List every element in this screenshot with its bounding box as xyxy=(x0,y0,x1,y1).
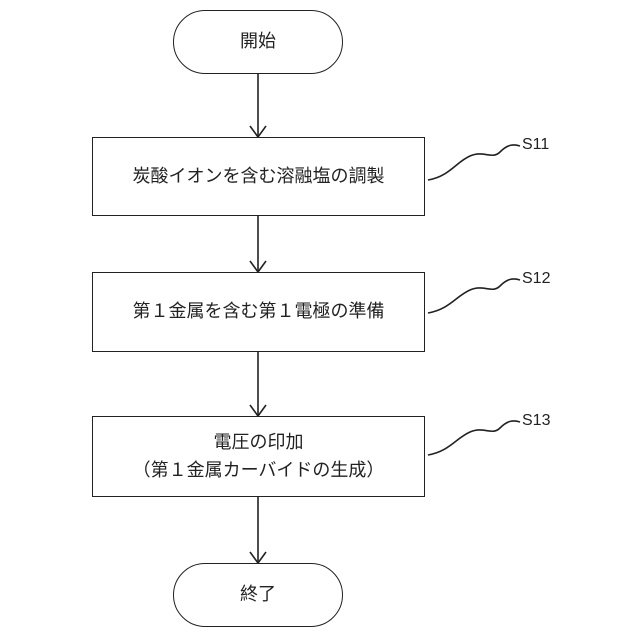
process-step-s13: 電圧の印加 （第１金属カーバイドの生成） xyxy=(92,416,425,497)
end-label: 終了 xyxy=(240,581,276,609)
end-terminal: 終了 xyxy=(173,563,343,627)
step-id-s11: S11 xyxy=(522,136,549,154)
step-s12-text: 第１金属を含む第１電極の準備 xyxy=(133,298,385,326)
step-s13-text-line2: （第１金属カーバイドの生成） xyxy=(133,457,385,485)
process-step-s11: 炭酸イオンを含む溶融塩の調製 xyxy=(92,137,425,216)
step-id-s12: S12 xyxy=(522,270,550,288)
step-s13-text-line1: 電圧の印加 xyxy=(214,429,304,457)
leader-line-s11 xyxy=(428,145,520,180)
step-id-s13: S13 xyxy=(522,412,550,430)
start-label: 開始 xyxy=(240,28,276,56)
leader-line-s13 xyxy=(428,421,520,455)
process-step-s12: 第１金属を含む第１電極の準備 xyxy=(92,272,425,352)
leader-line-s12 xyxy=(428,279,520,313)
step-s11-text: 炭酸イオンを含む溶融塩の調製 xyxy=(133,163,385,191)
start-terminal: 開始 xyxy=(173,10,343,74)
